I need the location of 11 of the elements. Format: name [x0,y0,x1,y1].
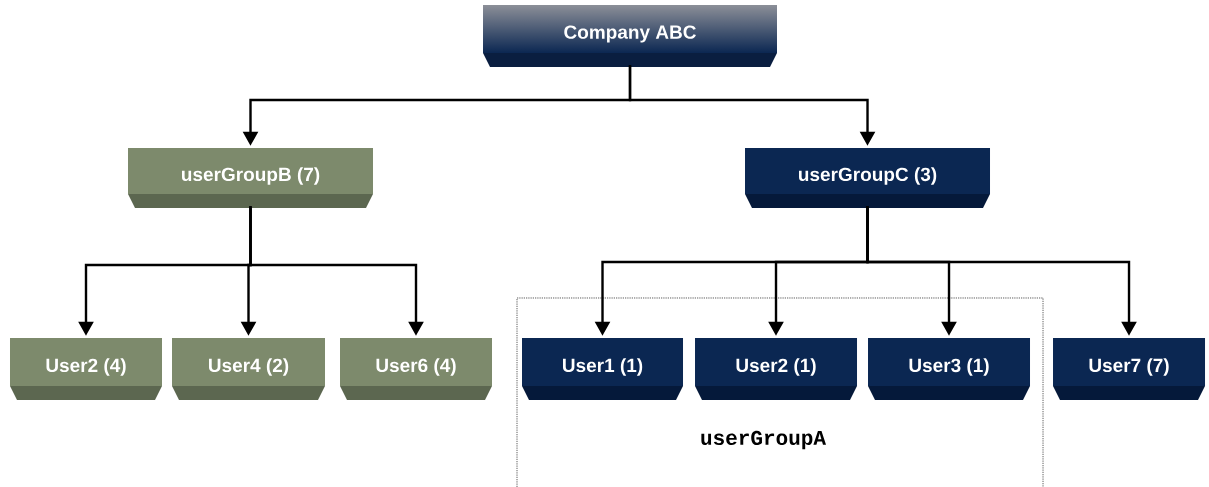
user-box: userGroupC (3) [745,148,990,208]
node-label: Company ABC [564,25,696,43]
user-box: userGroupB (7) [128,148,373,208]
user-box: User2 (1) [695,338,857,400]
user-box: User6 (4) [340,338,492,400]
user-box: User1 (1) [522,338,683,400]
user-box: User4 (2) [172,338,325,400]
user-box: User2 (4) [10,338,162,400]
company-box: Company ABC [483,25,777,67]
user-box: User7 (7) [1053,338,1205,400]
user-box: User3 (1) [868,338,1030,400]
